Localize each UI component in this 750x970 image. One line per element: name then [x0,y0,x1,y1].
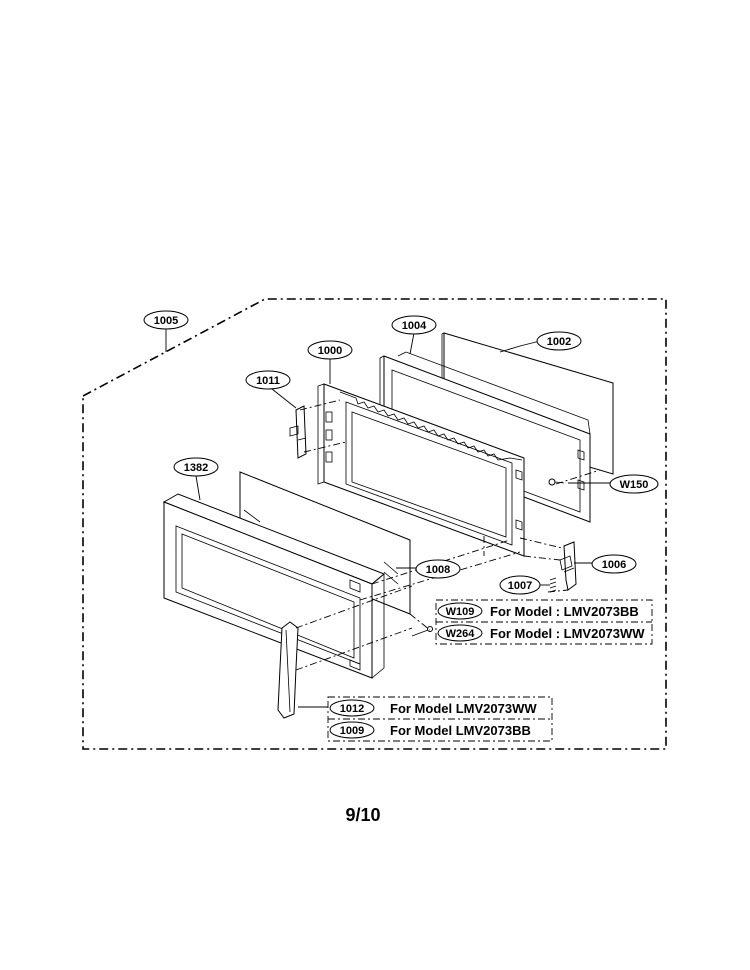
svg-text:1007: 1007 [508,580,532,592]
note-w264: For Model : LMV2073WW [490,626,645,641]
part-1007-spring [549,577,557,593]
label-1007: 1007 [499,575,541,595]
svg-text:W109: W109 [446,606,475,618]
label-1382: 1382 [173,457,219,477]
svg-text:1382: 1382 [184,462,208,474]
screw-w109-w264 [411,626,433,637]
part-1000-door-frame [317,383,525,557]
svg-text:1000: 1000 [318,345,342,357]
label-1009: 1009 [329,721,375,739]
svg-text:1009: 1009 [340,725,364,737]
part-1382-outer-door [162,493,385,679]
label-1002: 1002 [536,331,582,351]
note-1012: For Model LMV2073WW [390,701,537,716]
svg-text:1006: 1006 [602,559,626,571]
label-1012: 1012 [329,699,375,717]
part-1006-hinge [559,541,577,591]
label-w150: W150 [609,474,659,494]
label-1000: 1000 [307,340,353,360]
label-1008: 1008 [415,559,461,579]
note-1009: For Model LMV2073BB [390,723,531,738]
page-number: 9/10 [345,805,380,825]
label-w109: W109 [437,602,483,620]
alignment-lines [295,399,601,671]
label-1004: 1004 [391,315,437,335]
svg-text:1004: 1004 [402,320,427,332]
label-1006: 1006 [591,554,637,574]
label-1005: 1005 [143,310,189,330]
svg-text:W264: W264 [446,628,476,640]
svg-text:1002: 1002 [547,336,571,348]
svg-text:1005: 1005 [154,315,178,327]
label-1011: 1011 [245,370,291,390]
svg-text:W150: W150 [620,479,649,491]
svg-text:1012: 1012 [340,703,364,715]
svg-text:1008: 1008 [426,564,450,576]
label-w264: W264 [437,624,483,642]
svg-text:1011: 1011 [256,375,280,387]
note-w109: For Model : LMV2073BB [490,604,639,619]
part-1012-handle [277,621,299,719]
part-1011-latch [289,405,307,459]
leader-lines [165,329,610,708]
assembly-boundary [82,298,667,750]
